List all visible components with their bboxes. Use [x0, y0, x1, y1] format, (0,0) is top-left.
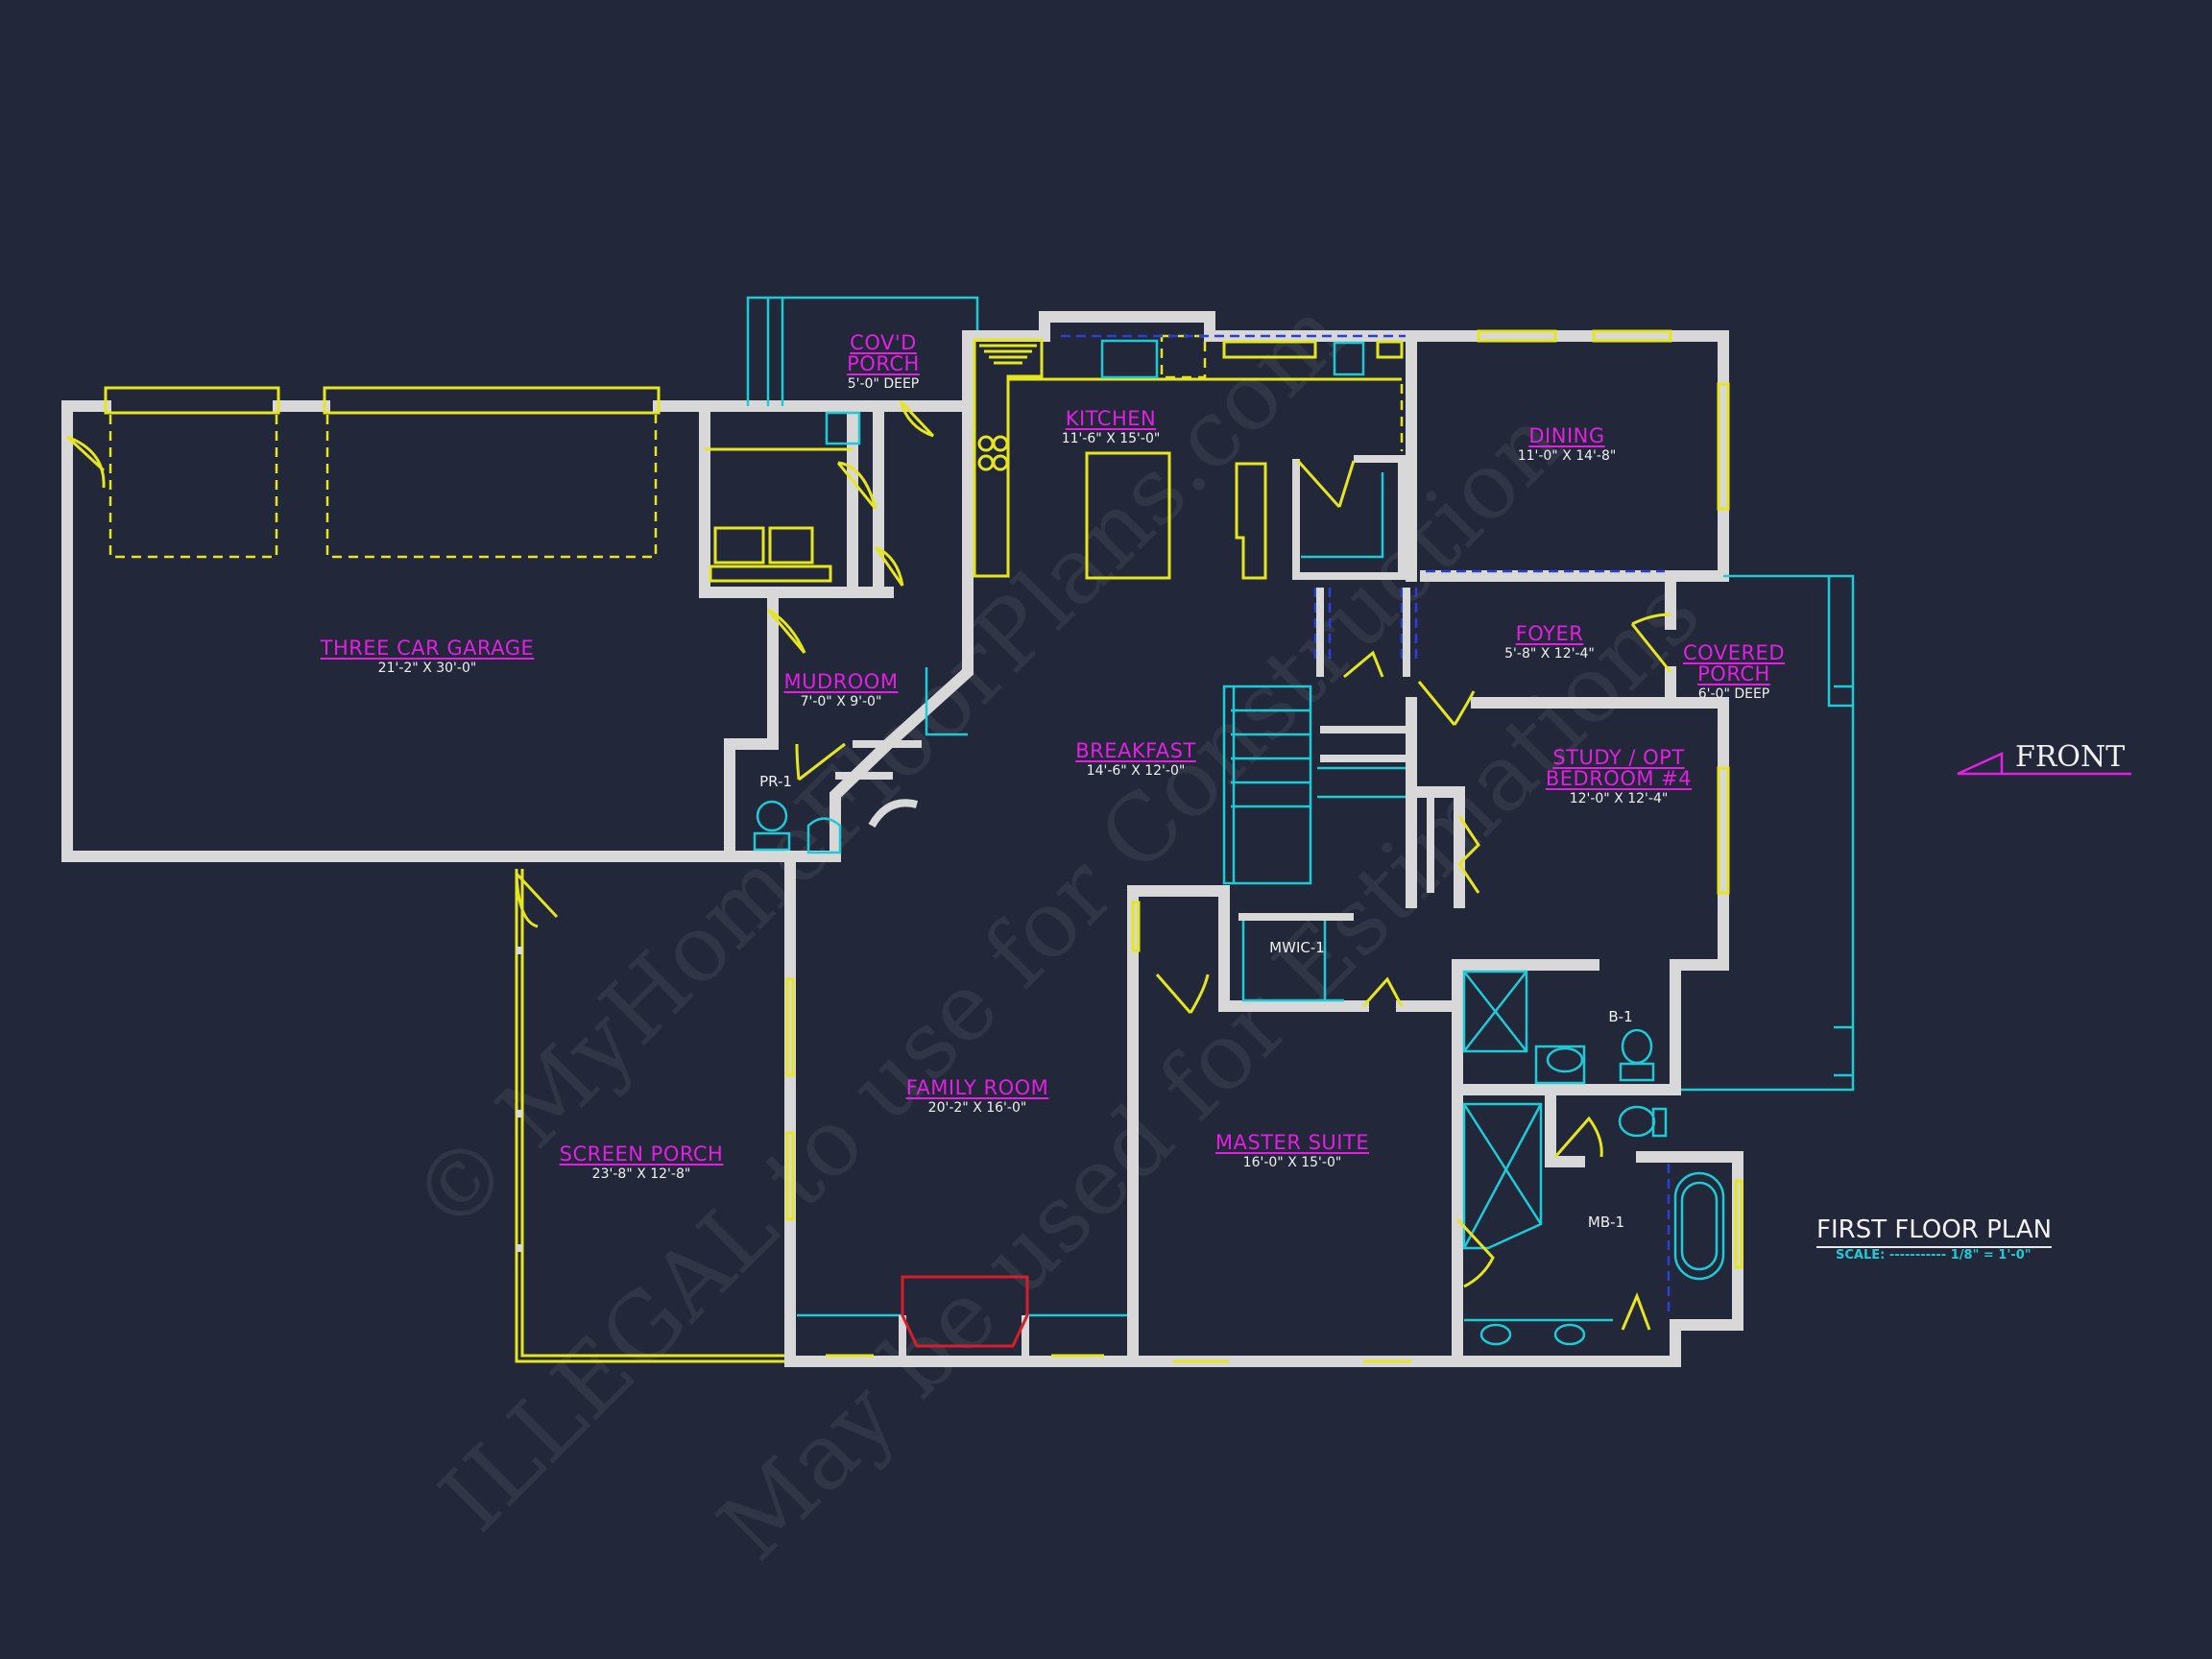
room-label-mudroom: MUDROOM 7'-0" X 9'-0"	[784, 671, 899, 709]
front-arrow-icon	[1957, 752, 2131, 776]
room-label-covered-porch: COVERED PORCH 6'-0" DEEP	[1681, 642, 1787, 702]
room-name: MASTER SUITE	[1214, 1131, 1370, 1154]
study-walls	[1406, 697, 1730, 971]
room-dims: 23'-8" X 12'-8"	[591, 1166, 691, 1183]
room-dims: 11'-6" X 15'-0"	[1061, 431, 1161, 447]
room-dims: 14'-6" X 12'-0"	[1086, 763, 1186, 780]
master-suite	[1127, 885, 1463, 1367]
room-name: STUDY / OPT BEDROOM #4	[1545, 746, 1693, 791]
room-name: DINING	[1528, 424, 1605, 447]
room-dims: 21'-2" X 30'-0"	[377, 661, 477, 677]
room-label-garage: THREE CAR GARAGE 21'-2" X 30'-0"	[321, 637, 535, 676]
watermark: © MyHomeFloorPlans.com ILLEGAL to use fo…	[391, 279, 1720, 1580]
room-dims: 7'-0" X 9'-0"	[800, 694, 882, 710]
room-dims: 16'-0" X 15'-0"	[1242, 1155, 1342, 1171]
room-dims: 12'-0" X 12'-4"	[1569, 791, 1669, 807]
room-name: SCREEN PORCH	[559, 1142, 724, 1166]
room-label-study: STUDY / OPT BEDROOM #4 12'-0" X 12'-4"	[1527, 747, 1710, 806]
garage-walls	[61, 386, 796, 862]
room-label-dining: DINING 11'-0" X 14'-8"	[1518, 425, 1617, 464]
room-label-screen-porch: SCREEN PORCH 23'-8" X 12'-8"	[560, 1143, 724, 1182]
room-name: FAMILY ROOM	[905, 1076, 1049, 1099]
baths	[1452, 959, 1743, 1367]
room-name: BREAKFAST	[1075, 739, 1196, 762]
room-dims: 6'-0" DEEP	[1697, 686, 1770, 703]
tag-walk-in-closet: MWIC-1	[1269, 939, 1325, 956]
kitchen-walls	[962, 311, 1729, 580]
front-label: FRONT	[2015, 740, 2126, 774]
room-label-breakfast: BREAKFAST 14'-6" X 12'-0"	[1075, 740, 1196, 779]
room-name: MUDROOM	[783, 670, 899, 693]
room-name: KITCHEN	[1065, 407, 1157, 430]
room-dims: 5'-0" DEEP	[847, 376, 920, 393]
room-dims: 11'-0" X 14'-8"	[1517, 448, 1617, 465]
room-name: COV'D PORCH	[847, 331, 920, 376]
plan-scale: SCALE: ----------- 1/8" = 1'-0"	[1836, 1248, 2032, 1262]
room-dims: 20'-2" X 16'-0"	[927, 1100, 1027, 1117]
room-name: THREE CAR GARAGE	[320, 637, 535, 660]
covered-porch-east	[1678, 574, 1855, 1092]
room-label-foyer: FOYER 5'-8" X 12'-4"	[1504, 623, 1595, 661]
family-room	[784, 851, 1139, 1367]
room-label-master-suite: MASTER SUITE 16'-0" X 15'-0"	[1215, 1132, 1369, 1170]
room-label-family-room: FAMILY ROOM 20'-2" X 16'-0"	[906, 1077, 1049, 1116]
tag-bath-1: B-1	[1608, 1008, 1633, 1025]
tag-master-bath: MB-1	[1587, 1214, 1625, 1231]
room-dims: 5'-8" X 12'-4"	[1504, 646, 1595, 662]
room-label-covd-porch: COV'D PORCH 5'-0" DEEP	[845, 332, 922, 392]
plan-title: FIRST FLOOR PLAN	[1816, 1215, 2053, 1248]
screen-porch	[515, 869, 785, 1363]
covd-porch	[746, 296, 979, 438]
room-name: COVERED PORCH	[1683, 641, 1785, 686]
tag-powder-room: PR-1	[759, 773, 792, 790]
room-label-kitchen: KITCHEN 11'-6" X 15'-0"	[1062, 408, 1161, 446]
room-name: FOYER	[1515, 622, 1584, 645]
